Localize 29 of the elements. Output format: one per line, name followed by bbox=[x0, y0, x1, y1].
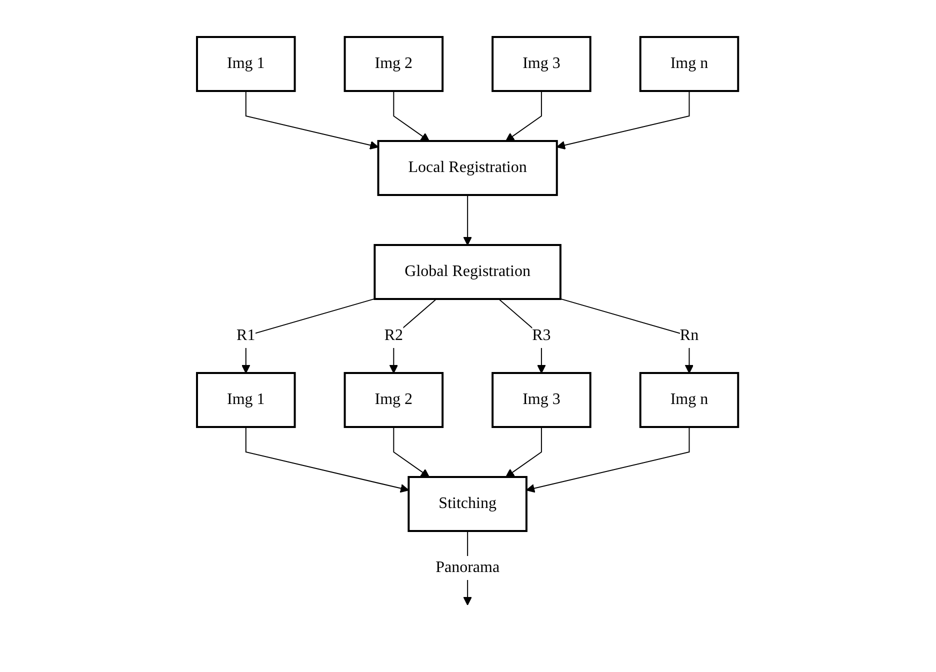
arrow bbox=[560, 298, 694, 374]
edge-label: R1 bbox=[236, 327, 256, 344]
arrow bbox=[394, 426, 430, 478]
node-box: Global Registration bbox=[374, 244, 562, 300]
arrow bbox=[394, 90, 430, 142]
arrow bbox=[498, 298, 546, 374]
arrow bbox=[506, 90, 542, 142]
arrow bbox=[246, 426, 410, 493]
arrow bbox=[464, 194, 472, 246]
node-box: Stitching bbox=[408, 476, 528, 532]
edge-label: R2 bbox=[384, 327, 404, 344]
node-box: Img n bbox=[640, 372, 740, 428]
node-box: Img 1 bbox=[196, 36, 296, 92]
node-box: Local Registration bbox=[378, 140, 558, 196]
edge-label: R3 bbox=[532, 327, 552, 344]
node-box: Img 1 bbox=[196, 372, 296, 428]
node-box: Img 2 bbox=[344, 36, 444, 92]
node-box: Img 3 bbox=[492, 372, 592, 428]
arrow bbox=[506, 426, 542, 478]
node-box: Img n bbox=[640, 36, 740, 92]
arrow bbox=[246, 90, 380, 150]
edge-label: Rn bbox=[680, 327, 700, 344]
node-box: Img 2 bbox=[344, 372, 444, 428]
edge-label: Panorama bbox=[436, 559, 500, 576]
arrow bbox=[242, 298, 376, 374]
arrow bbox=[390, 298, 438, 374]
node-box: Img 3 bbox=[492, 36, 592, 92]
arrow bbox=[526, 426, 690, 493]
arrow bbox=[556, 90, 690, 150]
